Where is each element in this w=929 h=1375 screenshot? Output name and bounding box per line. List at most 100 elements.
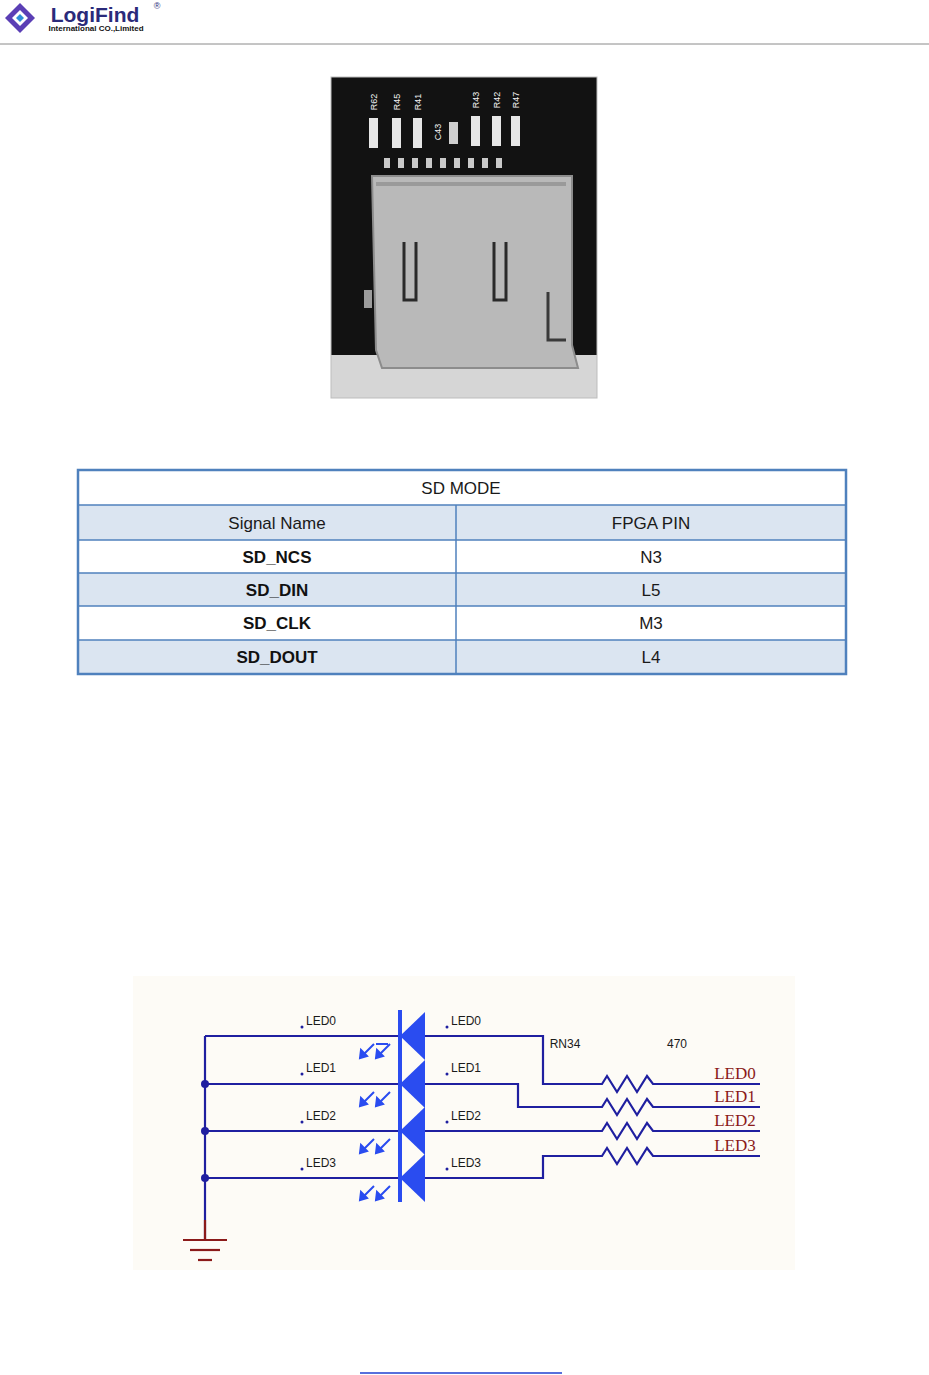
pin-name: M3 xyxy=(639,615,663,632)
junction-dot xyxy=(201,1080,209,1088)
resistor xyxy=(511,116,520,146)
led-bar xyxy=(398,1010,402,1202)
slot-pins xyxy=(384,158,502,168)
wire xyxy=(205,1177,400,1179)
pin-label: LED2 xyxy=(306,1110,336,1122)
resistor xyxy=(413,118,422,148)
grid-line xyxy=(78,572,846,574)
silkscreen-label: R45 xyxy=(393,94,402,111)
table-row xyxy=(78,540,846,573)
wire xyxy=(425,1156,595,1178)
component-value: 470 xyxy=(667,1038,687,1050)
junction-dot xyxy=(201,1127,209,1135)
logo-text: LogiFind xyxy=(51,4,140,25)
pin-dot xyxy=(446,1121,449,1124)
silkscreen-label: R47 xyxy=(512,92,521,109)
pin-pad xyxy=(482,158,488,168)
pin-pad xyxy=(440,158,446,168)
junctions xyxy=(201,1026,449,1183)
led-schematic xyxy=(133,976,795,1270)
company-name: International CO.,Limited xyxy=(48,25,143,33)
shield-tab xyxy=(364,290,372,308)
pin-name: L4 xyxy=(642,649,661,666)
pin-pad xyxy=(454,158,460,168)
resistor xyxy=(392,118,401,148)
table-title: SD MODE xyxy=(421,480,500,497)
pin-label: LED1 xyxy=(451,1062,481,1074)
photo-frame xyxy=(331,77,597,398)
pin-label: LED3 xyxy=(306,1157,336,1169)
grid-line xyxy=(455,505,457,674)
pin-label: LED2 xyxy=(451,1110,481,1122)
logo-icon xyxy=(5,3,35,33)
table-row xyxy=(78,606,846,640)
led-symbols xyxy=(398,1010,425,1202)
shield-spring xyxy=(548,292,566,340)
wire xyxy=(425,1084,595,1107)
table-border xyxy=(78,470,846,674)
shield-cutout xyxy=(404,242,416,300)
trademark: ® xyxy=(154,2,161,11)
silkscreen-label: C43 xyxy=(434,124,443,141)
signal-name: SD_NCS xyxy=(243,549,312,566)
net-label: LED0 xyxy=(714,1065,756,1082)
ground-bar xyxy=(190,1249,220,1251)
metal-shield xyxy=(372,176,578,368)
wires xyxy=(205,1036,760,1240)
pin-label: LED0 xyxy=(306,1015,336,1027)
silkscreen-label: R43 xyxy=(472,92,481,109)
grid-line xyxy=(78,605,846,607)
pin-label: LED0 xyxy=(451,1015,481,1027)
silkscreen-label: R62 xyxy=(370,94,379,111)
net-label: LED2 xyxy=(714,1112,756,1129)
capacitor xyxy=(449,122,458,144)
pin-pad xyxy=(426,158,432,168)
pin-dot xyxy=(446,1026,449,1029)
led-triangle xyxy=(400,1154,425,1202)
junction-dot xyxy=(201,1174,209,1182)
pin-dot xyxy=(301,1168,304,1171)
arrow-head xyxy=(360,1050,383,1058)
pin-pad xyxy=(384,158,390,168)
wire xyxy=(425,1036,595,1084)
ground-lead xyxy=(204,1220,206,1240)
led-triangle xyxy=(400,1012,425,1060)
wire xyxy=(425,1130,595,1132)
ground-bar xyxy=(198,1259,212,1261)
table-header: FPGA PIN xyxy=(612,515,690,532)
table-header-row xyxy=(78,505,846,540)
sd-slot-photo xyxy=(331,77,597,398)
table-grid xyxy=(78,505,846,674)
ground-symbol xyxy=(183,1220,227,1260)
arrow-head xyxy=(360,1098,383,1106)
signal-name: SD_DOUT xyxy=(236,649,317,666)
pin-name: L5 xyxy=(642,582,661,599)
schematic-ground xyxy=(133,976,795,1270)
light-arrows xyxy=(360,1044,390,1200)
link-underline xyxy=(360,1372,562,1374)
pin-dot xyxy=(446,1168,449,1171)
table-title-row xyxy=(78,470,846,505)
grid-line xyxy=(78,639,846,641)
pin-table xyxy=(78,470,846,674)
grid-line xyxy=(78,539,846,541)
pin-label: LED1 xyxy=(306,1062,336,1074)
pin-dot xyxy=(301,1073,304,1076)
table-row xyxy=(78,573,846,606)
shield-edge xyxy=(376,182,566,186)
pin-dot xyxy=(446,1073,449,1076)
wire xyxy=(205,1035,400,1037)
pin-dot xyxy=(301,1121,304,1124)
wire xyxy=(205,1130,400,1132)
wire xyxy=(204,1036,206,1240)
pin-pad xyxy=(412,158,418,168)
arrow-head xyxy=(360,1145,383,1153)
table-header: Signal Name xyxy=(228,515,325,532)
led-triangle xyxy=(400,1107,425,1155)
signal-name: SD_CLK xyxy=(243,615,311,632)
pin-label: LED3 xyxy=(451,1157,481,1169)
ground-bar xyxy=(183,1239,227,1241)
resistor xyxy=(369,118,378,148)
table-row xyxy=(78,640,846,674)
